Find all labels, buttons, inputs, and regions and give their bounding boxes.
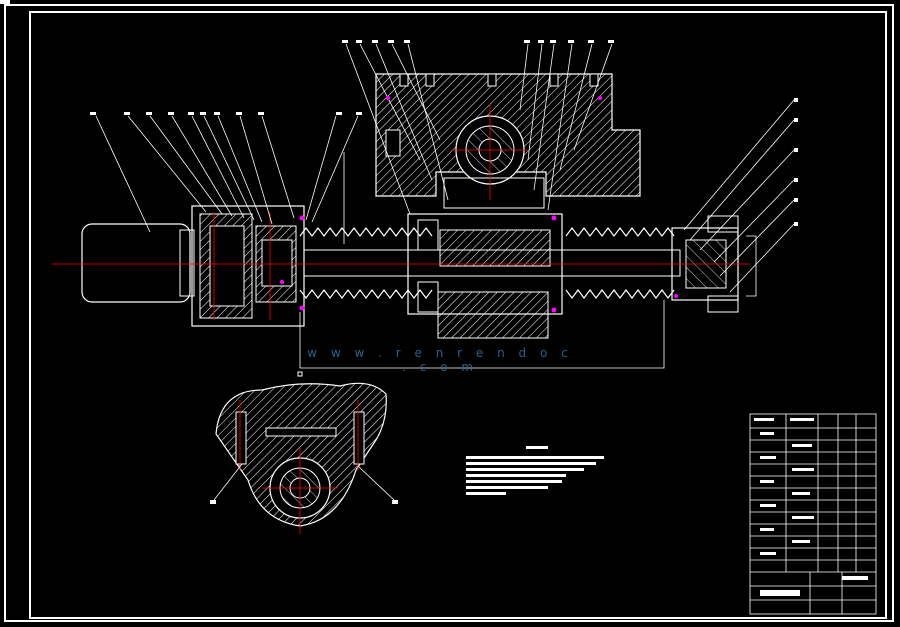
outer-border: [4, 4, 894, 622]
title-block-fill: [754, 418, 868, 596]
bellows-left: [299, 227, 433, 237]
watermark-text: w w w . r e n r e n d o c . c o m: [307, 346, 573, 374]
dimension-lines: [299, 152, 757, 369]
centerlines: [52, 104, 750, 534]
leader-lines: [95, 43, 795, 501]
inner-border: [29, 11, 887, 619]
motor-body: [81, 223, 191, 303]
magenta-markers: [280, 96, 678, 313]
bellows-right: [565, 227, 675, 237]
section-view: [215, 382, 387, 527]
title-block: [749, 413, 877, 615]
balloon-markers: [90, 40, 798, 504]
notes-block: [466, 446, 604, 495]
main-assembly: [81, 205, 739, 339]
